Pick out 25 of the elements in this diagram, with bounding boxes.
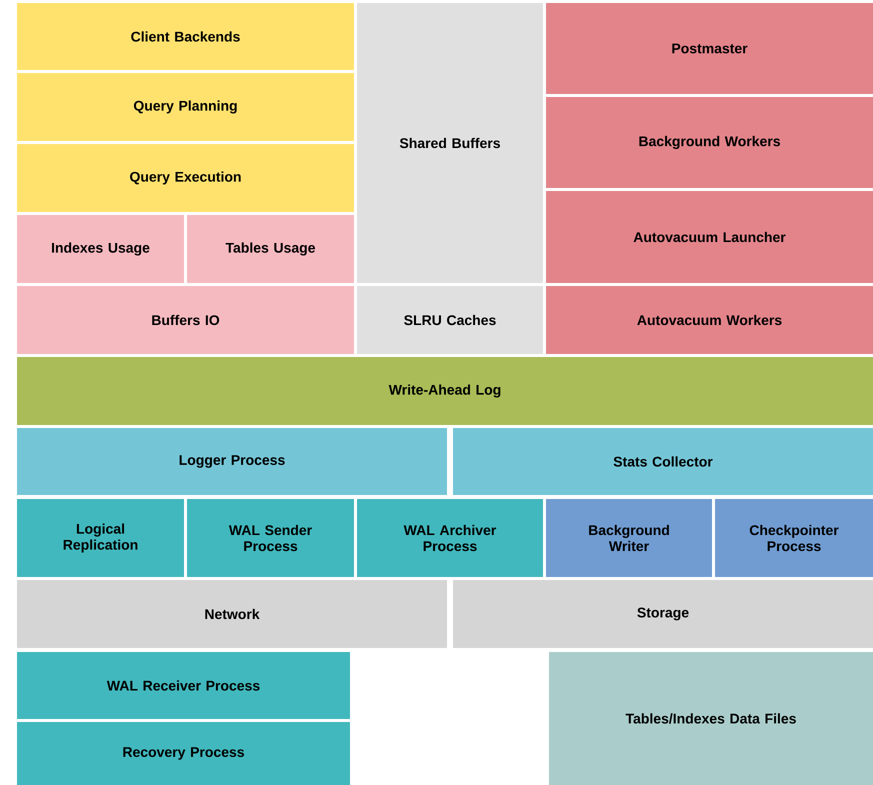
block: Background Writer: [546, 499, 712, 577]
block: Write-Ahead Log: [17, 357, 873, 425]
block: Autovacuum Launcher: [546, 191, 873, 283]
block: Storage: [453, 580, 873, 648]
block: Logical Replication: [17, 499, 184, 577]
block: Checkpointer Process: [715, 499, 873, 577]
block: Background Workers: [546, 97, 873, 188]
block: Network: [17, 580, 447, 648]
block: WAL Receiver Process: [17, 652, 350, 719]
block: Stats Collector: [453, 428, 873, 495]
block: Logger Process: [17, 428, 447, 495]
block: Tables/Indexes Data Files: [549, 652, 873, 785]
block: Indexes Usage: [17, 215, 184, 283]
block: Shared Buffers: [357, 3, 543, 283]
block: Autovacuum Workers: [546, 286, 873, 354]
block: Recovery Process: [17, 722, 350, 785]
block: Postmaster: [546, 3, 873, 94]
block: Query Execution: [17, 144, 354, 212]
block: Query Planning: [17, 73, 354, 141]
block: SLRU Caches: [357, 286, 543, 354]
block: WAL Sender Process: [187, 499, 354, 577]
block: Tables Usage: [187, 215, 354, 283]
block: Client Backends: [17, 3, 354, 70]
block: Buffers IO: [17, 286, 354, 354]
block: WAL Archiver Process: [357, 499, 543, 577]
